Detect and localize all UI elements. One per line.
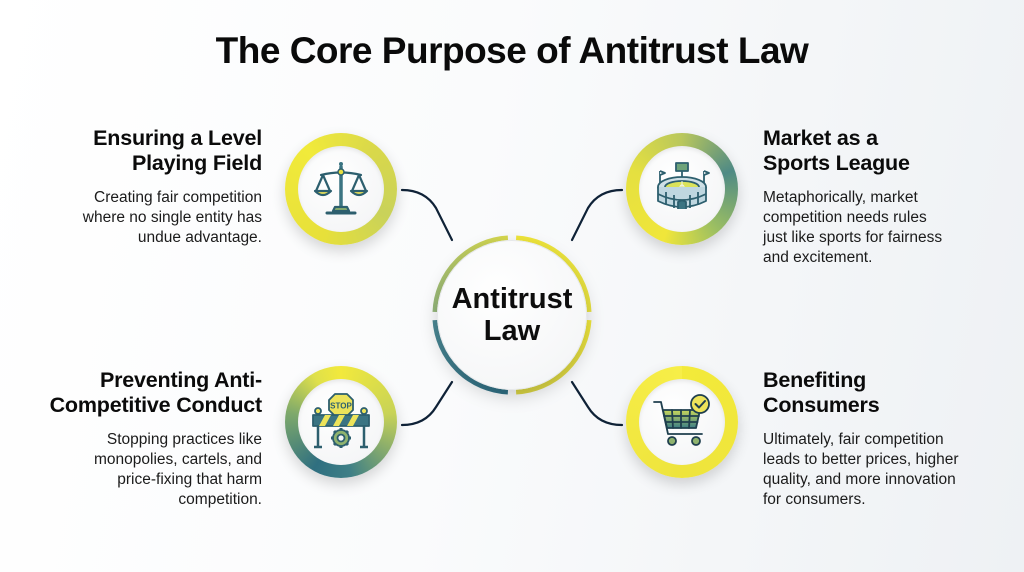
text-block-benefiting-consumers: Benefiting Consumers Ultimately, fair co… — [763, 368, 1013, 510]
description-line: undue advantage. — [137, 229, 262, 246]
description-line: Ultimately, fair competition — [763, 431, 944, 448]
block-description: Stopping practices like monopolies, cart… — [30, 430, 262, 510]
heading-line: Benefiting — [763, 368, 867, 392]
heading-line: Playing Field — [131, 151, 262, 175]
node-face — [639, 146, 725, 232]
stop-barrier-gear-icon: STOP — [312, 393, 370, 449]
description-line: Creating fair competition — [94, 189, 262, 206]
heading-line: Sports League — [763, 151, 910, 175]
node-face — [639, 379, 725, 465]
stadium-icon — [657, 162, 710, 209]
hub-label-circle: Antitrust Law — [437, 240, 587, 390]
description-line: quality, and more innovation — [763, 471, 956, 488]
description-line: Stopping practices like — [106, 431, 262, 448]
heading-line: Preventing Anti- — [99, 368, 262, 392]
node-face: STOP — [298, 379, 384, 465]
central-hub: Antitrust Law — [425, 228, 599, 402]
description-line: just like sports for fairness — [763, 229, 943, 246]
description-line: competition needs rules — [763, 209, 927, 226]
text-block-level-playing-field: Ensuring a Level Playing Field Creating … — [30, 126, 262, 248]
node-level-playing-field — [285, 133, 397, 245]
page-title: The Core Purpose of Antitrust Law — [215, 30, 809, 71]
connector-top-right — [570, 188, 624, 242]
heading-line: Consumers — [763, 393, 880, 417]
block-heading: Ensuring a Level Playing Field — [30, 126, 262, 176]
block-heading: Preventing Anti- Competitive Conduct — [30, 368, 263, 418]
description-line: and excitement. — [763, 249, 873, 266]
hub-label-line-1: Antitrust — [451, 283, 573, 315]
node-benefiting-consumers — [626, 366, 738, 478]
heading-line: Market as a — [763, 126, 878, 150]
heading-line: Ensuring a Level — [93, 126, 262, 150]
shopping-cart-check-icon — [653, 394, 710, 446]
svg-text:STOP: STOP — [330, 402, 352, 411]
block-description: Ultimately, fair competition leads to be… — [763, 430, 1013, 510]
description-line: Metaphorically, market — [763, 189, 918, 206]
node-face — [298, 146, 384, 232]
block-heading: Benefiting Consumers — [763, 368, 1013, 418]
description-line: for consumers. — [763, 491, 866, 508]
block-heading: Market as a Sports League — [763, 126, 1013, 176]
description-line: price-fixing that harm — [117, 471, 262, 488]
description-line: leads to better prices, higher — [763, 451, 959, 468]
hub-label-line-2: Law — [483, 315, 541, 347]
connector-bottom-left — [400, 380, 454, 427]
block-description: Metaphorically, market competition needs… — [763, 188, 1013, 268]
description-line: monopolies, cartels, and — [93, 451, 262, 468]
text-block-anti-competitive-conduct: Preventing Anti- Competitive Conduct Sto… — [30, 368, 263, 510]
connector-top-left — [400, 188, 454, 242]
block-description: Creating fair competition where no singl… — [30, 188, 262, 248]
description-line: where no single entity has — [82, 209, 262, 226]
heading-line: Competitive Conduct — [49, 393, 263, 417]
description-line: competition. — [178, 491, 262, 508]
text-block-sports-league: Market as a Sports League Metaphorically… — [763, 126, 1013, 268]
connector-bottom-right — [570, 380, 624, 427]
node-sports-league — [626, 133, 738, 245]
scales-of-justice-icon — [313, 162, 369, 215]
node-anti-competitive-conduct: STOP — [285, 366, 397, 478]
